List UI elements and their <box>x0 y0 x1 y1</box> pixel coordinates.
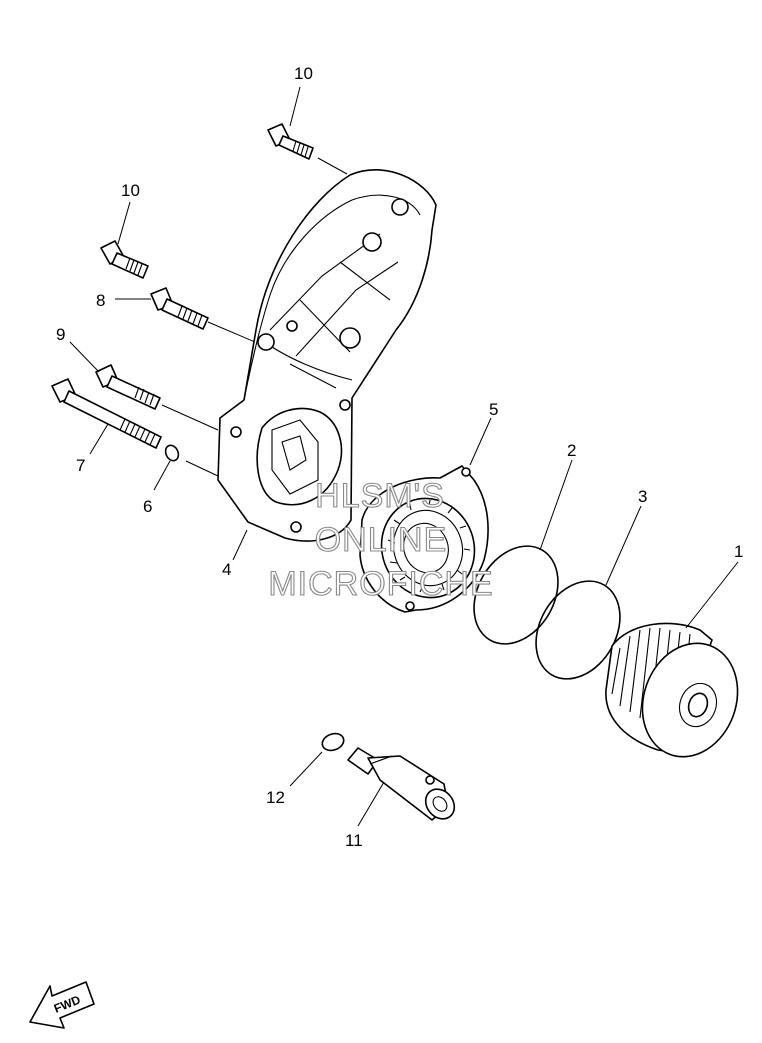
bolt-8[interactable] <box>150 287 263 346</box>
callout-4: 4 <box>222 560 231 579</box>
o-ring-6[interactable] <box>163 443 219 477</box>
watermark: HLSM'S ONLINE MICROFICHE <box>268 476 493 603</box>
callout-3: 3 <box>638 487 647 506</box>
callout-10-top: 10 <box>294 64 313 83</box>
callout-12: 12 <box>266 788 285 807</box>
pipe-11[interactable] <box>347 747 460 825</box>
fwd-arrow-icon: FWD <box>29 981 95 1029</box>
callout-9: 9 <box>56 325 65 344</box>
bolt-10-left[interactable] <box>100 240 149 279</box>
watermark-line-1: HLSM'S <box>315 477 445 515</box>
callout-5: 5 <box>489 400 498 419</box>
callout-11: 11 <box>345 831 363 850</box>
o-ring-12[interactable] <box>320 731 346 754</box>
watermark-line-2: ONLINE <box>315 521 448 559</box>
callout-10-left: 10 <box>121 181 140 200</box>
o-ring-2[interactable] <box>457 531 575 659</box>
bolt-9[interactable] <box>95 364 219 431</box>
callout-8: 8 <box>96 291 105 310</box>
cover-5[interactable] <box>359 465 489 613</box>
bolt-10-top[interactable] <box>267 123 348 175</box>
housing-4[interactable] <box>217 169 437 542</box>
callout-1: 1 <box>734 542 743 561</box>
bolt-7[interactable] <box>51 378 162 449</box>
leader-lines <box>69 86 739 827</box>
callout-7: 7 <box>76 456 85 475</box>
oil-filter-1[interactable] <box>605 622 753 770</box>
callout-6: 6 <box>143 497 152 516</box>
callout-2: 2 <box>567 441 576 460</box>
watermark-line-3: MICROFICHE <box>268 565 493 603</box>
